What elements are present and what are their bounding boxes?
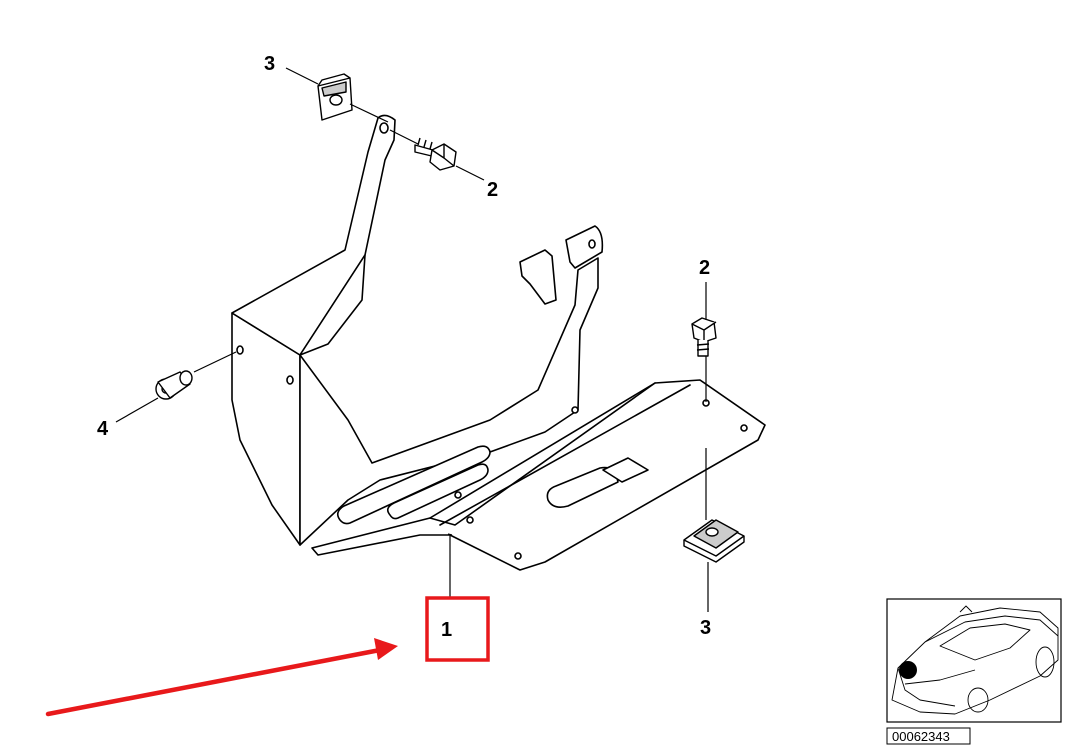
screw-icon: [155, 370, 193, 400]
clip-nut-top-icon: [317, 73, 353, 121]
callout-1-main: 1: [441, 619, 452, 641]
bolt-top-icon: [414, 137, 457, 171]
callout-3-bottom: 3: [700, 617, 711, 639]
bolt-right-icon: [691, 317, 717, 357]
highlight-box: [425, 596, 490, 662]
callout-3-top: 3: [264, 53, 275, 75]
callout-2-right: 2: [699, 257, 710, 279]
red-arrow-icon: [45, 638, 398, 717]
leader-lines: [115, 67, 709, 612]
car-locator-thumbnail-icon: 00062343: [886, 598, 1062, 745]
callout-2-top: 2: [487, 179, 498, 201]
part-number-label: 00062343: [892, 729, 950, 744]
bracket-icon: [231, 114, 766, 571]
callout-4-left: 4: [97, 418, 109, 440]
clip-nut-bottom-icon: [683, 519, 745, 563]
